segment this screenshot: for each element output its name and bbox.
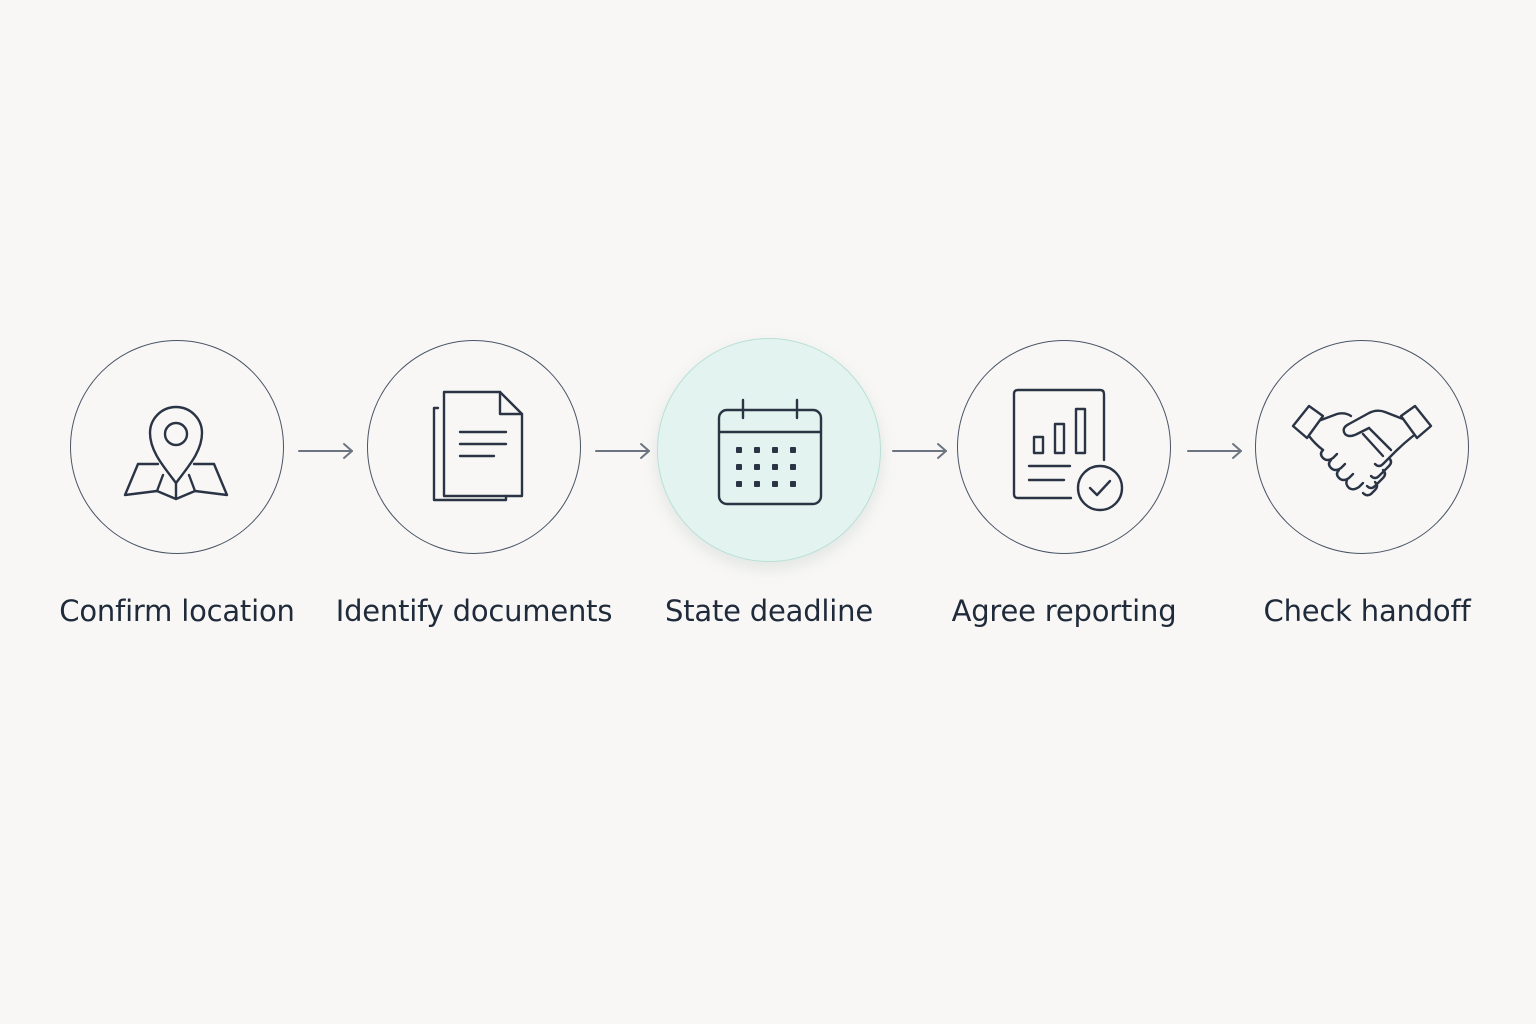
step-circle-agree-reporting — [957, 340, 1171, 554]
report-check-icon — [1012, 388, 1124, 512]
step-circle-check-handoff — [1255, 340, 1469, 554]
arrow-right-icon — [1187, 443, 1242, 459]
step-label: Check handoff — [1263, 594, 1471, 628]
arrow-right-icon — [595, 443, 650, 459]
arrow-right-icon — [298, 443, 353, 459]
step-circle-state-deadline — [657, 338, 881, 562]
step-label: Agree reporting — [951, 594, 1177, 628]
arrow-right-icon — [892, 443, 947, 459]
calendar-icon — [717, 398, 823, 506]
step-circle-identify-documents — [367, 340, 581, 554]
handshake-icon — [1291, 404, 1433, 497]
map-pin-icon — [123, 405, 229, 501]
step-circle-confirm-location — [70, 340, 284, 554]
step-label: Identify documents — [335, 594, 613, 628]
step-label: State deadline — [665, 594, 873, 628]
documents-icon — [432, 390, 524, 502]
step-label: Confirm location — [59, 594, 295, 628]
